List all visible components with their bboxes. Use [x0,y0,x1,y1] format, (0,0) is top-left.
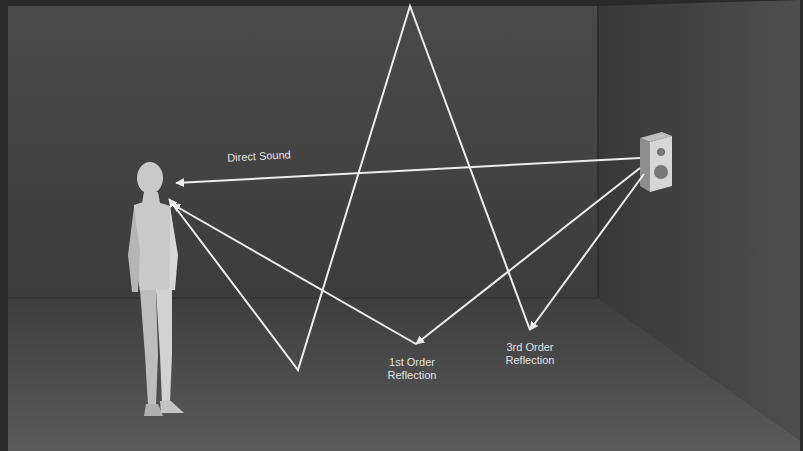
wall-corner [597,6,599,298]
back-wall [8,6,598,298]
ray-label: 3rd Order Reflection [490,341,570,367]
first-order-ray [416,168,640,344]
person-figure [128,162,184,416]
third-order-ray [530,174,644,330]
sound-rays [169,6,644,370]
floor-edge [8,297,598,299]
ray-label: 1st Order Reflection [372,356,452,382]
floor [8,298,800,451]
first-order-ray [172,204,416,344]
third-order-ray [169,6,530,370]
speaker-symbol [640,132,672,192]
